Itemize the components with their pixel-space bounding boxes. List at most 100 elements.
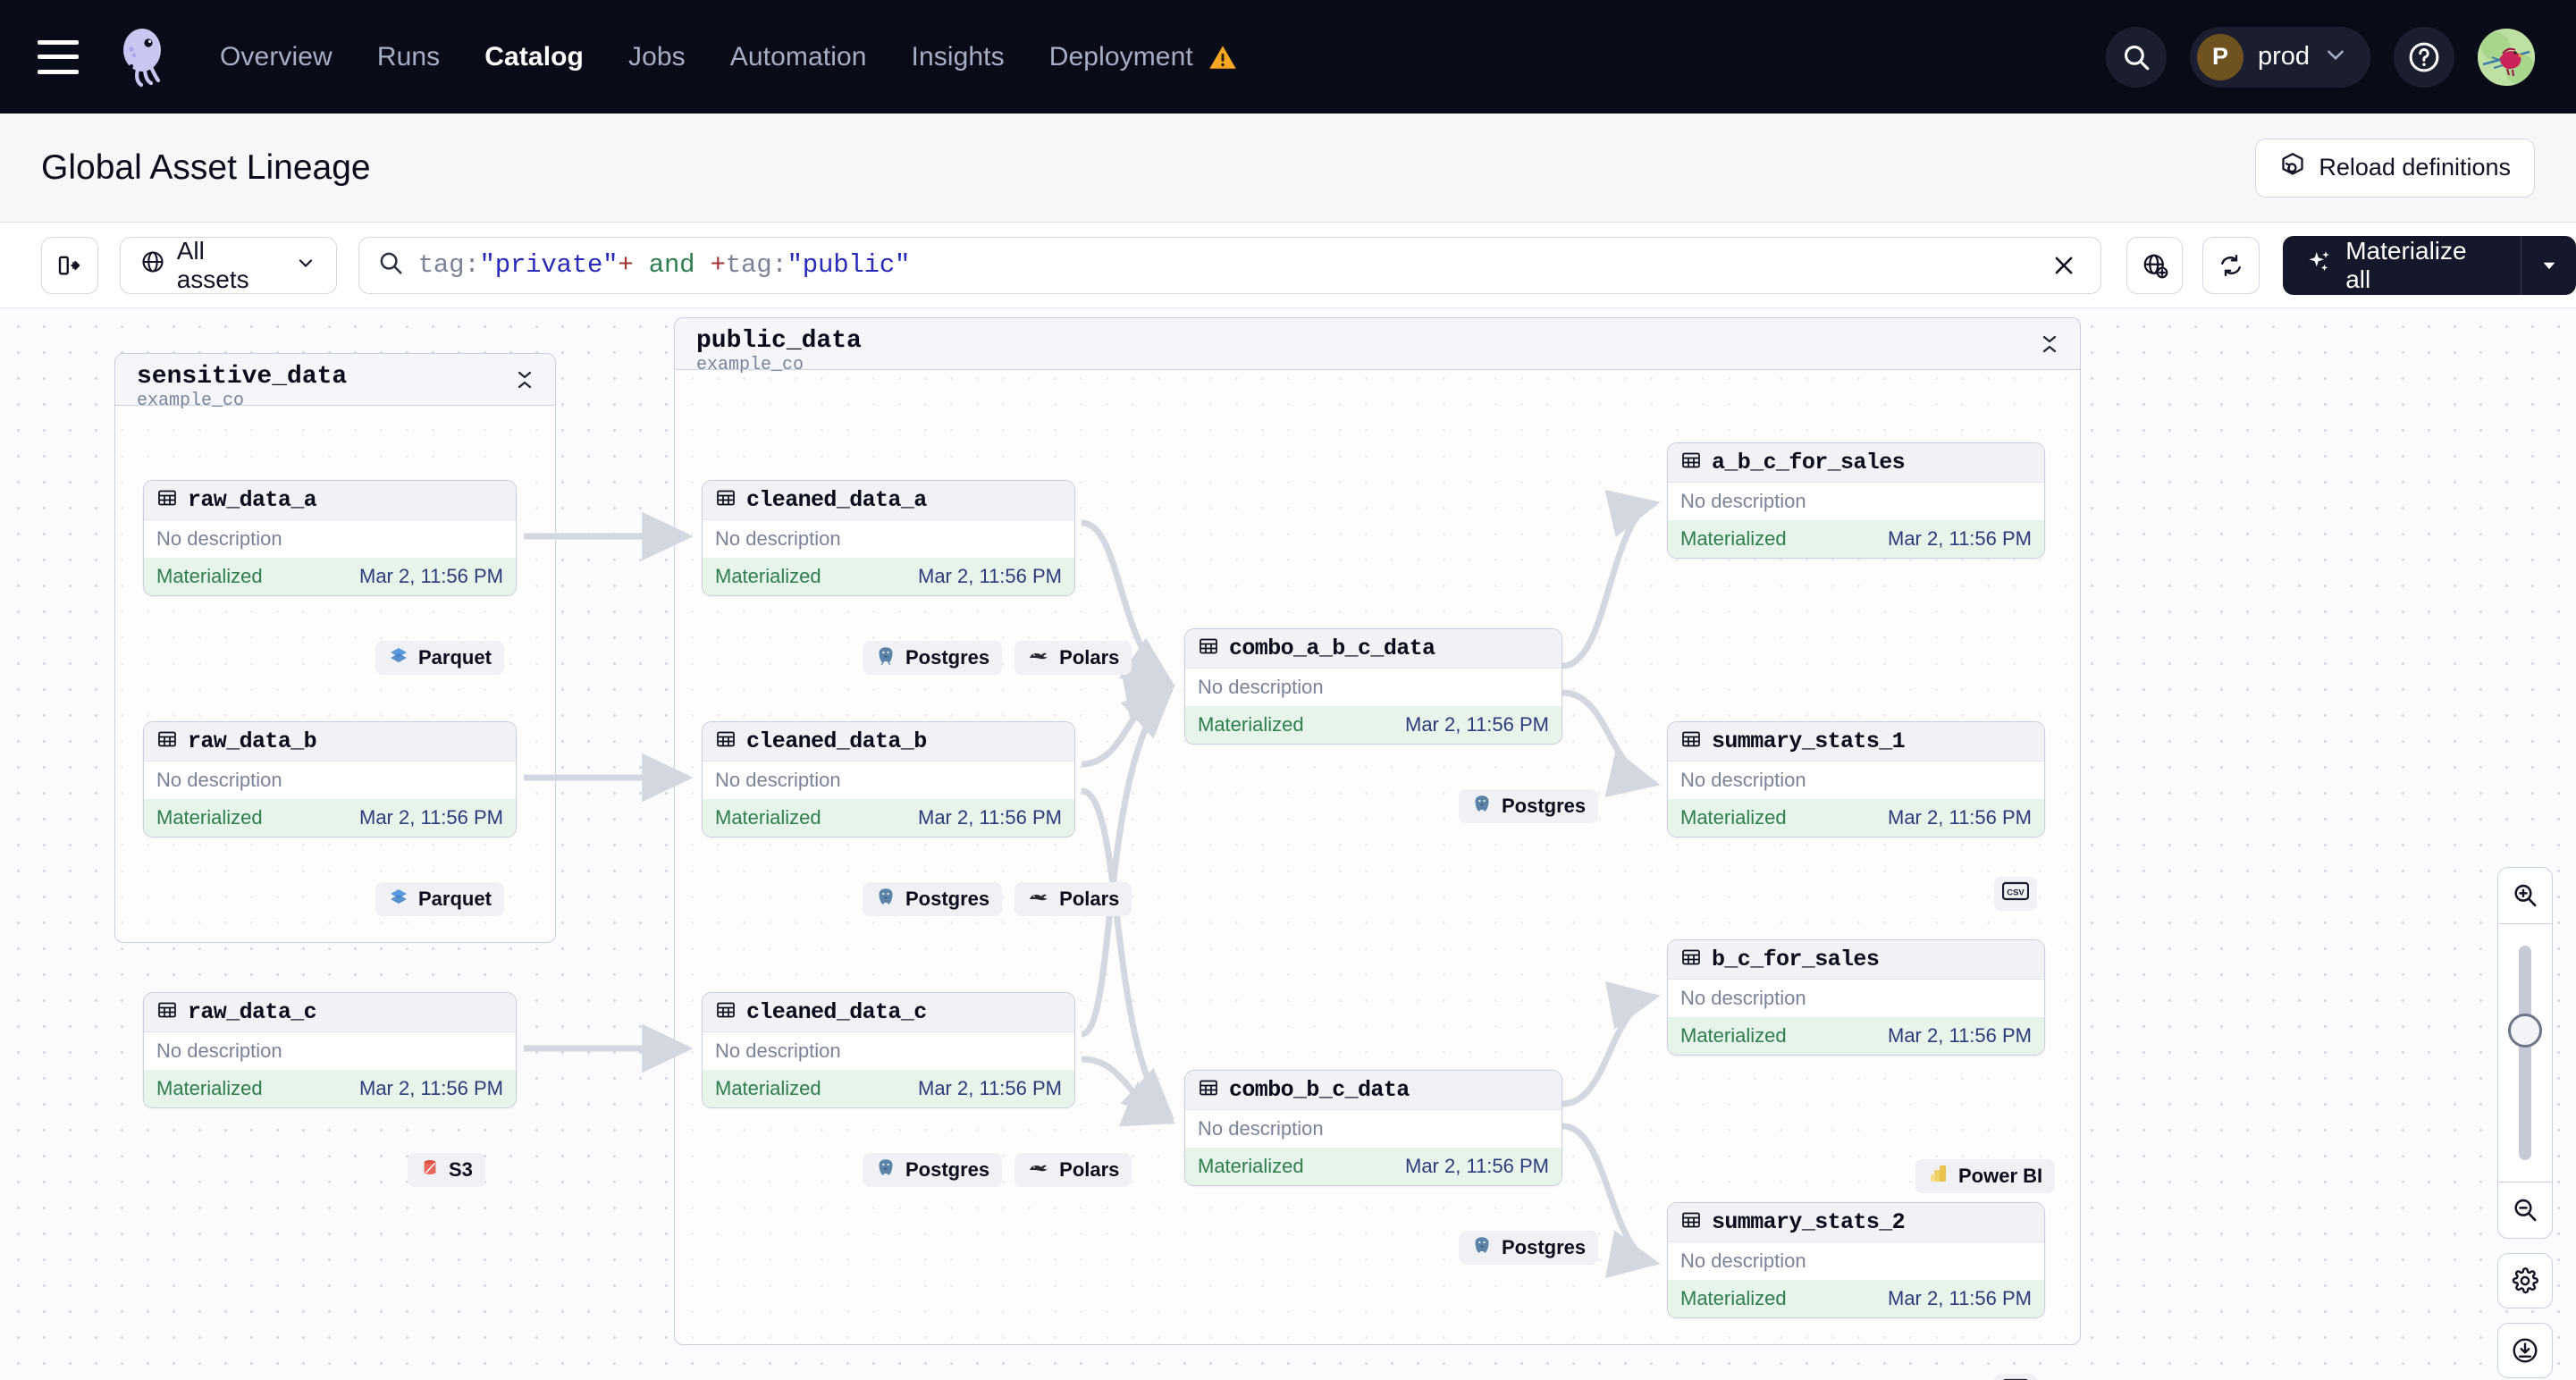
node-status-row: Materialized Mar 2, 11:56 PM [144,558,516,595]
node-description: No description [1668,762,2044,799]
tag-s3[interactable]: S3 [408,1153,485,1187]
node-status-row: Materialized Mar 2, 11:56 PM [1668,520,2044,558]
tag-powerbi[interactable]: Power BI [1915,1159,2056,1193]
asset-node-raw_data_c[interactable]: raw_data_c No description Materialized M… [143,992,517,1108]
node-tags-combo_b_c_data: Postgres [1459,1231,1599,1265]
nav-link-deployment-wrap[interactable]: Deployment [1049,42,1238,72]
asset-node-combo_a_b_c_data[interactable]: combo_a_b_c_data No description Material… [1184,628,1562,745]
tag-label: Power BI [1958,1165,2043,1187]
tag-postgres[interactable]: Postgres [863,882,1003,916]
tag-postgres[interactable]: Postgres [1459,1231,1599,1265]
node-tags-cleaned_data_b: Postgres Polars [863,882,1132,916]
asset-node-a_b_c_for_sales[interactable]: a_b_c_for_sales No description Materiali… [1667,442,2045,559]
node-status-row: Materialized Mar 2, 11:56 PM [1668,1280,2044,1317]
node-description: No description [144,1032,516,1070]
asset-node-b_c_for_sales[interactable]: b_c_for_sales No description Materialize… [1667,939,2045,1056]
asset-node-raw_data_a[interactable]: raw_data_a No description Materialized M… [143,480,517,596]
materialize-all-dropdown-caret[interactable] [2521,235,2576,295]
group-name: public_data [696,327,862,355]
s3-icon [420,1157,440,1183]
node-description: No description [1185,669,1562,706]
help-question-icon[interactable] [2394,26,2454,88]
tag-postgres[interactable]: Postgres [863,641,1003,675]
asset-node-cleaned_data_c[interactable]: cleaned_data_c No description Materializ… [702,992,1075,1108]
tag-label: Polars [1059,646,1120,669]
graph-settings-gear-icon[interactable] [2497,1253,2553,1308]
tag-polars[interactable]: Polars [1014,882,1132,916]
materialize-all-button[interactable]: Materialize all [2283,235,2576,295]
node-tags-cleaned_data_a: Postgres Polars [863,641,1132,675]
nav-link-overview[interactable]: Overview [220,41,333,72]
tag-csv[interactable]: CSV [1994,877,2037,911]
node-status-time: Mar 2, 11:56 PM [1405,713,1549,736]
asset-node-cleaned_data_a[interactable]: cleaned_data_a No description Materializ… [702,480,1075,596]
user-avatar[interactable] [2478,28,2535,86]
tag-parquet[interactable]: Parquet [375,882,504,916]
deployment-name: prod [2257,42,2310,71]
node-title: cleaned_data_b [746,728,927,754]
dagster-logo-icon[interactable] [111,24,177,90]
node-title: combo_b_c_data [1229,1077,1410,1103]
search-icon[interactable] [2105,26,2167,88]
tag-label: Postgres [905,1158,990,1181]
nav-link-catalog[interactable]: Catalog [484,41,584,72]
node-title: cleaned_data_a [746,487,927,513]
node-title: raw_data_b [188,728,317,754]
zoom-slider[interactable] [2498,923,2552,1182]
node-tags-cleaned_data_c: Postgres Polars [863,1153,1132,1187]
nav-link-jobs[interactable]: Jobs [627,41,686,72]
zoom-in-icon[interactable] [2498,868,2552,923]
tag-postgres[interactable]: Postgres [1459,789,1599,823]
globe-icon [140,249,165,281]
node-header: combo_a_b_c_data [1185,629,1562,669]
nav-link-insights[interactable]: Insights [911,41,1005,72]
node-header: summary_stats_2 [1668,1203,2044,1242]
node-title: summary_stats_2 [1712,1209,1906,1235]
node-status-row: Materialized Mar 2, 11:56 PM [1185,1148,1562,1185]
asset-node-combo_b_c_data[interactable]: combo_b_c_data No description Materializ… [1184,1070,1562,1186]
query-token-and: and [648,250,695,280]
tag-polars[interactable]: Polars [1014,1153,1132,1187]
chevron-down-icon [2324,43,2347,71]
deployment-selector[interactable]: P prod [2189,26,2370,88]
node-title: summary_stats_1 [1712,728,1906,754]
asset-node-summary_stats_2[interactable]: summary_stats_2 No description Materiali… [1667,1202,2045,1318]
reload-definitions-button[interactable]: Reload definitions [2255,138,2535,198]
materialize-all-main[interactable]: Materialize all [2283,237,2521,294]
collapse-group-icon[interactable] [514,368,535,396]
refresh-button[interactable] [2202,236,2260,294]
asset-node-raw_data_b[interactable]: raw_data_b No description Materialized M… [143,721,517,837]
asset-node-cleaned_data_b[interactable]: cleaned_data_b No description Materializ… [702,721,1075,837]
nav-link-automation[interactable]: Automation [729,41,867,72]
tag-parquet[interactable]: Parquet [375,641,504,675]
asset-filter-dropdown[interactable]: All assets [119,236,337,294]
node-header: summary_stats_1 [1668,722,2044,762]
tag-polars[interactable]: Polars [1014,641,1132,675]
node-status-label: Materialized [1680,806,1787,829]
collapse-group-icon[interactable] [2039,332,2060,360]
nav-link-runs[interactable]: Runs [376,41,441,72]
table-icon [1680,728,1702,754]
download-graph-icon[interactable] [2497,1323,2553,1378]
nav-link-deployment[interactable]: Deployment [1048,41,1193,72]
zoom-slider-thumb[interactable] [2508,1014,2542,1048]
lineage-graph-canvas[interactable]: sensitive_data example_co public_data ex… [0,308,2576,1380]
globe-plus-button[interactable] [2126,236,2184,294]
clear-search-icon[interactable] [2043,245,2084,286]
hamburger-menu-icon[interactable] [38,39,79,74]
zoom-out-icon[interactable] [2498,1182,2552,1238]
tag-csv[interactable]: CSV [1994,1374,2037,1380]
postgres-icon [1471,1234,1493,1261]
group-subtitle: example_co [696,355,804,375]
tag-label: Postgres [905,646,990,669]
asset-node-summary_stats_1[interactable]: summary_stats_1 No description Materiali… [1667,721,2045,837]
node-description: No description [703,1032,1074,1070]
tag-postgres[interactable]: Postgres [863,1153,1003,1187]
postgres-icon [875,1157,897,1183]
node-title: b_c_for_sales [1712,947,1880,972]
query-token-tag2: tag: [725,250,787,280]
sidebar-toggle-button[interactable] [41,236,98,294]
materialize-all-label: Materialize all [2345,236,2467,293]
node-description: No description [144,520,516,558]
search-input[interactable]: tag:"private"+ and +tag:"public" [358,236,2101,294]
